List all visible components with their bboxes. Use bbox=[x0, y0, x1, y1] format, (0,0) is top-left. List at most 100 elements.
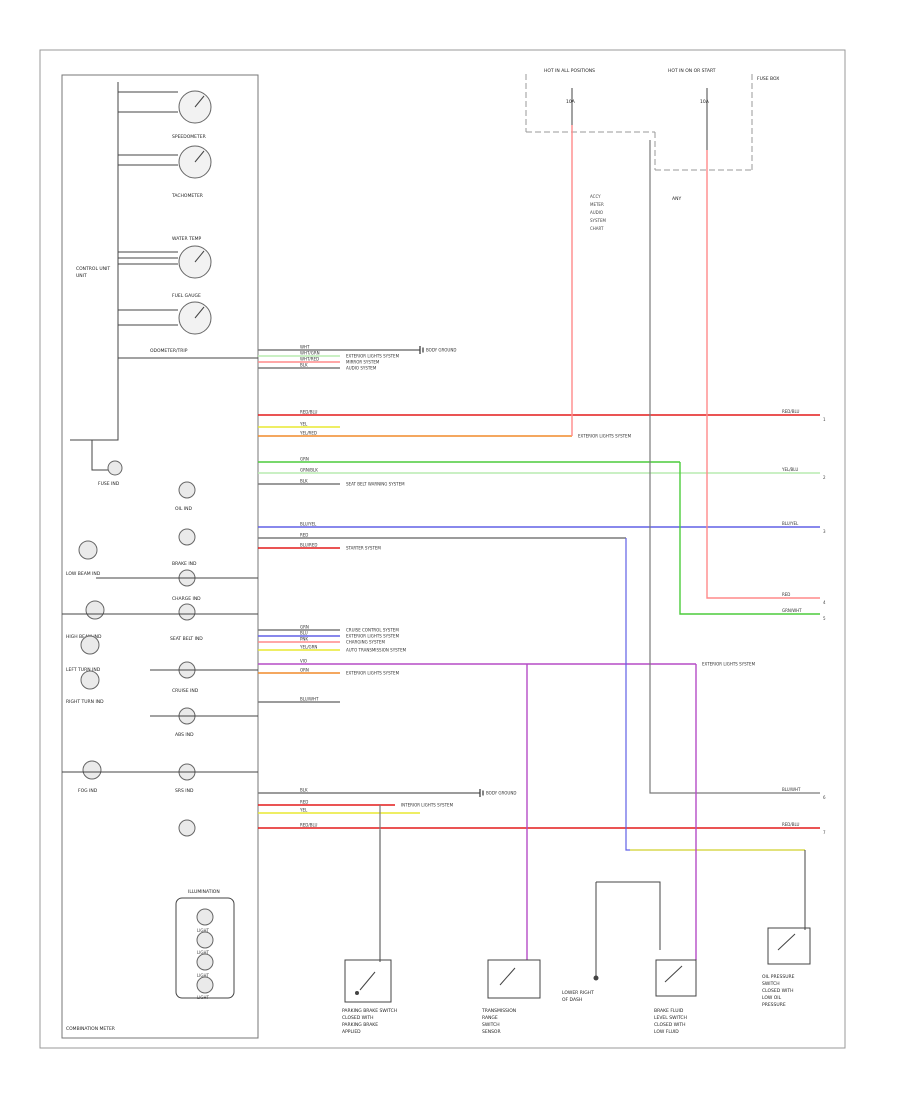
output-wire-label: RED bbox=[782, 592, 790, 597]
output-wire-label: BLU/YEL bbox=[782, 521, 799, 526]
oil-indicator-lamp bbox=[178, 481, 196, 499]
output-terminal-number: 1 bbox=[823, 417, 826, 422]
wire-color-label: GRN bbox=[300, 625, 309, 630]
right-side-outputs: RED/BLU1YEL/BLU2BLU/YEL3RED4GRN/WHT5BLU/… bbox=[781, 409, 826, 835]
lamp-label: FOG IND bbox=[78, 788, 98, 794]
wire-color-label: YEL/GRN bbox=[299, 645, 317, 650]
wire-feed-gray bbox=[649, 140, 820, 794]
wire-destination: EXTERIOR LIGHTS SYSTEM bbox=[346, 671, 400, 676]
wire-color-label: WHT bbox=[300, 345, 310, 350]
svg-text:CHART: CHART bbox=[590, 226, 604, 231]
wire-destination: BODY GROUND bbox=[426, 348, 456, 353]
lamp-label: HIGH BEAM IND bbox=[66, 634, 102, 640]
lamp-label: FUSE IND bbox=[98, 481, 120, 487]
wire-destination: EXTERIOR LIGHTS SYSTEM bbox=[346, 634, 400, 639]
wire-destination: EXTERIOR LIGHTS SYSTEM bbox=[702, 662, 756, 667]
svg-text:UNIT: UNIT bbox=[76, 273, 87, 279]
wire-color-label: GRN bbox=[300, 457, 309, 462]
lamp-label: RIGHT TURN IND bbox=[66, 699, 104, 705]
sensor-note: LOWER RIGHT bbox=[562, 990, 594, 996]
lamp-label: CHARGE IND bbox=[172, 596, 201, 602]
svg-text:PRESSURE: PRESSURE bbox=[762, 1002, 786, 1008]
svg-text:SWITCH: SWITCH bbox=[482, 1022, 500, 1028]
wire-color-label: BLU bbox=[300, 631, 308, 636]
output-wire-label: BLU/WHT bbox=[782, 787, 801, 792]
illumination-block: ILLUMINATION LIGHT LIGHT LIGHT LIGHT bbox=[175, 889, 235, 1000]
cluster-title: COMBINATION METER bbox=[66, 1026, 115, 1032]
wire-color-label: BLU/WHT bbox=[300, 697, 319, 702]
sensor-title: OIL PRESSURE bbox=[762, 974, 795, 980]
wire-color-label: PNK bbox=[300, 637, 308, 642]
lamp-label: CRUISE IND bbox=[172, 688, 199, 694]
output-terminal-number: 5 bbox=[823, 616, 826, 621]
wire-destination: SEAT BELT WARNING SYSTEM bbox=[346, 482, 405, 487]
wire-color-label: RED bbox=[300, 800, 308, 805]
lamp-label: LOW BEAM IND bbox=[66, 571, 101, 577]
wire-color-label: RED/BLU bbox=[300, 410, 318, 415]
wire-color-label: BLK bbox=[300, 363, 308, 368]
wire-color-label: YEL/RED bbox=[299, 431, 317, 436]
odometer-label: ODOMETER/TRIP bbox=[150, 348, 188, 354]
extra-indicator-lamp bbox=[178, 819, 196, 837]
illumination-row: LIGHT bbox=[197, 973, 210, 978]
fuse-indicator-lamp bbox=[107, 460, 123, 476]
wire-destination: STARTER SYSTEM bbox=[346, 546, 381, 551]
lamp-label: OIL IND bbox=[175, 506, 193, 512]
wire-color-label: VIO bbox=[300, 659, 307, 664]
wire-destination: BODY GROUND bbox=[486, 791, 516, 796]
seat-belt-indicator-lamp bbox=[178, 603, 196, 621]
svg-text:LOW FLUID: LOW FLUID bbox=[654, 1029, 679, 1035]
output-terminal-number: 4 bbox=[823, 600, 826, 605]
control-unit-label: CONTROL UNIT bbox=[76, 266, 110, 272]
wire-color-label: BLK bbox=[300, 479, 308, 484]
wire-destination: CHARGING SYSTEM bbox=[346, 640, 385, 645]
wire-green-out bbox=[679, 462, 820, 615]
illumination-row: LIGHT bbox=[197, 995, 210, 1000]
wire-color-label: YEL bbox=[299, 422, 308, 427]
svg-text:CLOSED WITH: CLOSED WITH bbox=[654, 1022, 686, 1028]
wire-destination: EXTERIOR LIGHTS SYSTEM bbox=[346, 354, 400, 359]
svg-text:ACCY: ACCY bbox=[590, 194, 601, 199]
fog-indicator-lamp bbox=[82, 760, 102, 780]
fuse-box: HOT IN ALL POSITIONS HOT IN ON OR START … bbox=[525, 68, 779, 231]
svg-text:APPLIED: APPLIED bbox=[342, 1029, 361, 1035]
gauge-label: WATER TEMP bbox=[172, 236, 202, 242]
svg-text:LEVEL SWITCH: LEVEL SWITCH bbox=[654, 1015, 687, 1021]
wire-color-label: BLU/YEL bbox=[300, 522, 317, 527]
lamp-column-left: LOW BEAM IND HIGH BEAM IND LEFT TURN IND… bbox=[62, 540, 258, 794]
svg-text:SYSTEM: SYSTEM bbox=[590, 218, 606, 223]
sensor-title: PARKING BRAKE SWITCH bbox=[342, 1008, 397, 1014]
svg-text:METER: METER bbox=[590, 202, 604, 207]
diagram-frame bbox=[39, 49, 846, 1049]
output-terminal-number: 7 bbox=[823, 830, 826, 835]
lamp-label: LEFT TURN IND bbox=[66, 667, 101, 673]
wire-destination: CRUISE CONTROL SYSTEM bbox=[346, 628, 399, 633]
lamp-label: BRAKE IND bbox=[172, 561, 197, 567]
sensor-title: BRAKE FLUID bbox=[654, 1008, 684, 1014]
sensor-title: TRANSMISSION bbox=[481, 1008, 516, 1014]
fuse-note: ANY bbox=[672, 196, 681, 202]
svg-text:PARKING BRAKE: PARKING BRAKE bbox=[342, 1022, 378, 1028]
output-terminal-number: 6 bbox=[823, 795, 826, 800]
lamp-label: SRS IND bbox=[175, 788, 194, 794]
svg-text:OF DASH: OF DASH bbox=[562, 997, 582, 1003]
output-wire-label: GRN/WHT bbox=[782, 608, 802, 613]
left-turn-indicator-lamp bbox=[80, 635, 100, 655]
lamp-label: ABS IND bbox=[175, 732, 194, 738]
wire-color-label: RED bbox=[300, 533, 308, 538]
gauge-label: FUEL GAUGE bbox=[172, 293, 201, 299]
output-terminal-number: 3 bbox=[823, 529, 826, 534]
fuse-rating: 10A bbox=[700, 99, 710, 105]
gauge-label: TACHOMETER bbox=[171, 193, 203, 199]
fuse-box-label: HOT IN ALL POSITIONS bbox=[544, 68, 595, 74]
svg-text:RANGE: RANGE bbox=[482, 1015, 498, 1021]
wire-color-label: GRN/BLK bbox=[300, 468, 318, 473]
wire-destination: INTERIOR LIGHTS SYSTEM bbox=[401, 803, 454, 808]
gauge-label: SPEEDOMETER bbox=[172, 134, 206, 140]
wire-destination: MIRROR SYSTEM bbox=[346, 360, 380, 365]
output-wire-label: RED/BLU bbox=[782, 409, 800, 414]
output-wire-label: YEL/BLU bbox=[781, 467, 798, 472]
connector-notes: ACCY METER AUDIO SYSTEM CHART bbox=[590, 194, 606, 231]
